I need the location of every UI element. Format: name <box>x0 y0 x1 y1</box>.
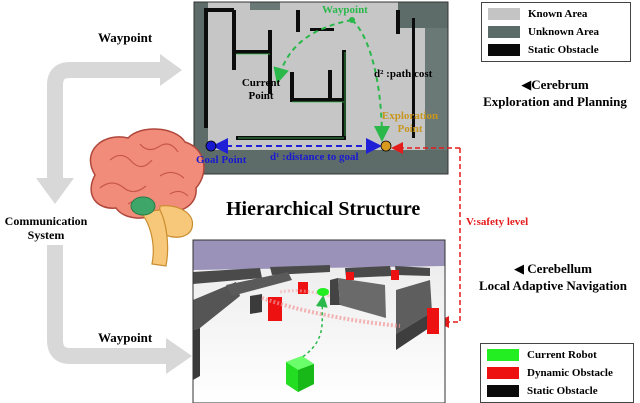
legend-bottom: Current Robot Dynamic Obstacle Static Ob… <box>480 343 634 403</box>
goal-point-marker <box>205 140 217 152</box>
path-cost-label: d² :path cost <box>374 68 433 80</box>
cerebellum-arrow-icon: ◀ <box>514 261 524 276</box>
exploration-line1: Exploration <box>381 110 439 122</box>
waypoint-marker <box>349 17 355 23</box>
exploration-line2: Point <box>397 123 423 135</box>
current-point-line1: Current <box>241 77 281 89</box>
legend-item-known-area: Known Area <box>482 5 630 23</box>
path-cost-path <box>351 19 390 142</box>
legend-item-current-robot: Current Robot <box>481 346 633 364</box>
legend-item-static-obstacle: Static Obstacle <box>481 382 633 400</box>
dynamic-obstacle-swatch <box>487 367 519 379</box>
legend-label: Current Robot <box>527 349 597 361</box>
exploration-point-label: Exploration Point <box>378 110 442 136</box>
cerebrum-label: ◀Cerebrum Exploration and Planning <box>470 76 640 110</box>
cerebellum-name: Cerebellum <box>527 261 592 276</box>
diagram-title: Hierarchical Structure <box>226 198 421 220</box>
waypoint-top-label: Waypoint <box>98 30 153 45</box>
legend-label: Dynamic Obstacle <box>527 367 613 379</box>
legend-item-unknown-area: Unknown Area <box>482 23 630 41</box>
legend-item-static-obstacle: Static Obstacle <box>482 41 630 59</box>
legend-label: Known Area <box>528 8 588 20</box>
cerebrum-arrow-icon: ◀ <box>521 77 532 92</box>
legend-item-dynamic-obstacle: Dynamic Obstacle <box>481 364 633 382</box>
cerebellum-desc: Local Adaptive Navigation <box>478 278 628 293</box>
map-waypoint-label: Waypoint <box>322 4 368 16</box>
legend-label: Static Obstacle <box>527 385 598 397</box>
static-obstacle-swatch <box>488 44 520 56</box>
brain-illustration <box>89 128 205 267</box>
static-obstacle-swatch <box>487 385 519 397</box>
legend-label: Static Obstacle <box>528 44 599 56</box>
unknown-area-swatch <box>488 26 520 38</box>
communication-line1: Communication <box>4 214 88 228</box>
exploration-point-marker <box>380 140 392 152</box>
occupancy-map <box>193 1 449 175</box>
cerebrum-name: Cerebrum <box>531 77 589 92</box>
waypoint-bottom-label: Waypoint <box>98 330 153 345</box>
legend-top: Known Area Unknown Area Static Obstacle <box>481 2 631 62</box>
waypoint-path <box>273 19 353 84</box>
goal-point-label: Goal Point <box>196 154 247 166</box>
cerebrum-desc: Exploration and Planning <box>483 94 627 109</box>
goal-distance-label: d¹ :distance to goal <box>270 151 359 163</box>
waypoint-arrow-bottom <box>47 245 192 374</box>
current-point-label: Current Point <box>236 77 286 103</box>
legend-label: Unknown Area <box>528 26 600 38</box>
safety-level-link <box>437 148 461 328</box>
safety-level-label: V:safety level <box>466 216 529 228</box>
navigation-scene <box>192 239 446 403</box>
communication-line2: System <box>27 228 65 242</box>
communication-system-label: Communication System <box>0 214 92 242</box>
cerebellum-label: ◀ Cerebellum Local Adaptive Navigation <box>466 260 640 294</box>
waypoint-arrow-top <box>36 54 182 204</box>
current-point-line2: Point <box>248 90 274 102</box>
current-robot-swatch <box>487 349 519 361</box>
current-robot <box>286 356 314 392</box>
known-area-swatch <box>488 8 520 20</box>
